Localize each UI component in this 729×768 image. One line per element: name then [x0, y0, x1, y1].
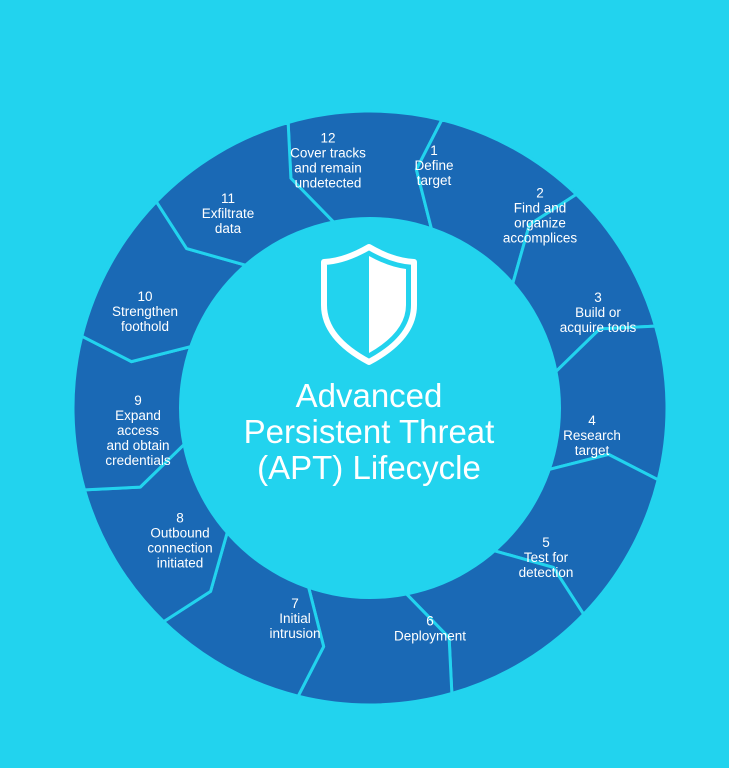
stage-text-line: access	[117, 423, 159, 438]
center-disc	[179, 217, 561, 599]
stage-number: 7	[291, 596, 299, 611]
stage-text-line: acquire tools	[560, 320, 637, 335]
title-line-3: (APT) Lifecycle	[257, 449, 481, 486]
stage-text-line: Test for	[524, 550, 569, 565]
stage-number: 8	[176, 511, 184, 526]
stage-text-line: Research	[563, 428, 621, 443]
stage-text-line: Outbound	[150, 526, 209, 541]
stage-text-line: Strengthen	[112, 304, 178, 319]
stage-text-line: organize	[514, 216, 566, 231]
stage-number: 11	[221, 191, 235, 206]
title-line-2: Persistent Threat	[244, 413, 495, 450]
stage-number: 6	[426, 614, 434, 629]
stage-text-line: Define	[414, 158, 453, 173]
stage-text-line: target	[575, 443, 610, 458]
stage-text-line: data	[215, 221, 242, 236]
stage-text-line: initiated	[157, 556, 204, 571]
stage-number: 9	[134, 393, 142, 408]
stage-text-line: Deployment	[394, 629, 466, 644]
stage-text-line: undetected	[295, 176, 362, 191]
title-line-1: Advanced	[296, 377, 443, 414]
stage-text-line: Expand	[115, 408, 161, 423]
stage-text-line: Build or	[575, 305, 621, 320]
stage-text-line: target	[417, 173, 452, 188]
stage-number: 1	[430, 143, 438, 158]
stage-text-line: detection	[519, 565, 574, 580]
stage-text-line: connection	[147, 541, 212, 556]
stage-text-line: accomplices	[503, 231, 578, 246]
stage-number: 2	[536, 186, 544, 201]
stage-text-line: intrusion	[269, 626, 320, 641]
stage-text-line: Cover tracks	[290, 146, 366, 161]
stage-text-line: Find and	[514, 201, 567, 216]
stage-number: 10	[137, 289, 152, 304]
stage-text-line: and obtain	[106, 438, 169, 453]
stage-text-line: foothold	[121, 319, 169, 334]
stage-text-line: and remain	[294, 161, 362, 176]
stage-number: 4	[588, 413, 596, 428]
stage-text-line: Exfiltrate	[202, 206, 255, 221]
stage-number: 5	[542, 535, 550, 550]
shield-icon	[321, 244, 417, 365]
stage-text-line: credentials	[105, 453, 171, 468]
stage-text-line: Initial	[279, 611, 311, 626]
stage-number: 3	[594, 290, 602, 305]
stage-number: 12	[320, 131, 335, 146]
ring-segments	[71, 109, 669, 707]
